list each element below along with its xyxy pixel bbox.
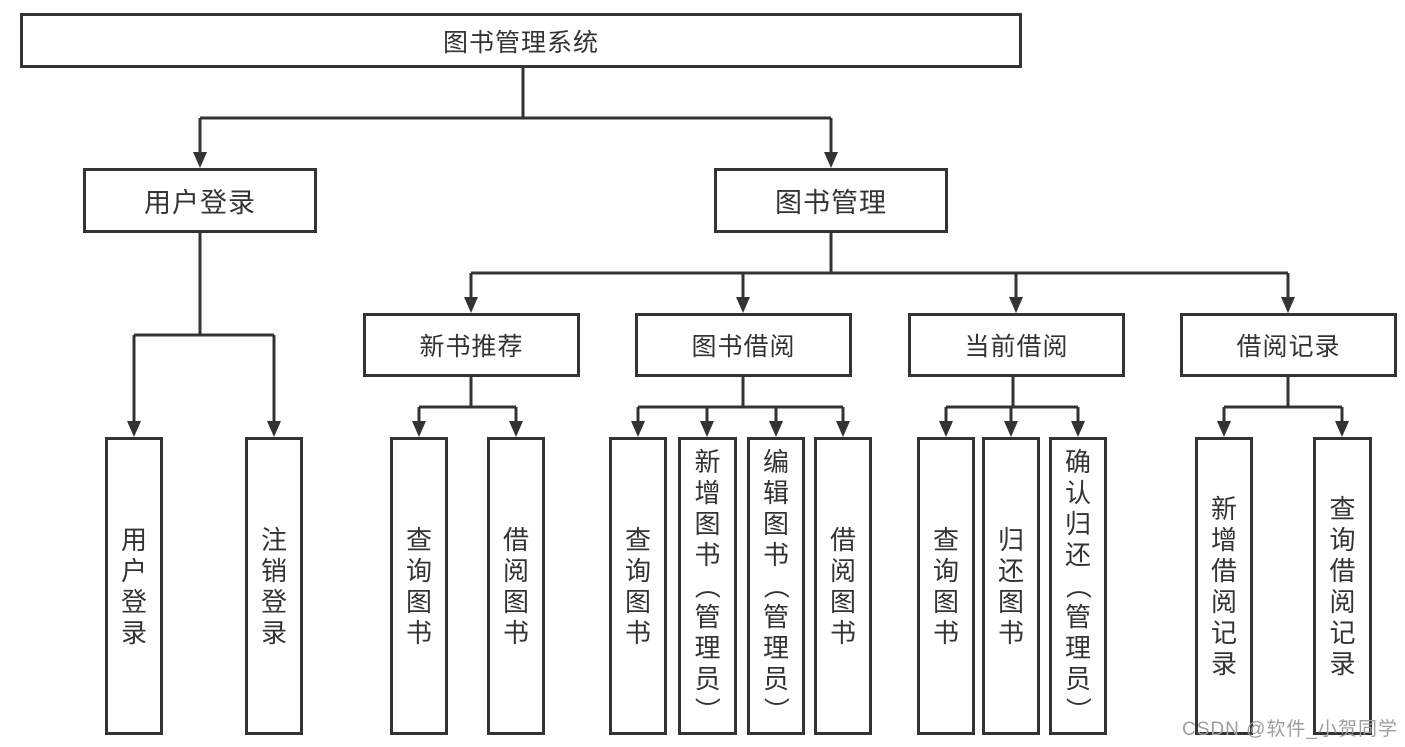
node-label: 借阅记录 bbox=[1236, 333, 1341, 361]
node-label: 图书借阅 bbox=[691, 333, 796, 361]
connector-trunks bbox=[134, 68, 1342, 409]
node-book-borrowing: 图书借阅 bbox=[635, 313, 852, 377]
node-query-books-recommend: 查询图书 bbox=[390, 437, 448, 735]
node-label: 用户登录 bbox=[144, 188, 256, 218]
node-add-books-admin: 新增图书（管理员） bbox=[678, 437, 737, 735]
node-query-books-current: 查询图书 bbox=[917, 437, 975, 735]
node-user-login-action: 用户登录 bbox=[105, 437, 163, 735]
node-label: 用户登录 bbox=[120, 524, 147, 648]
node-borrowing-records: 借阅记录 bbox=[1180, 313, 1397, 377]
node-logout-action: 注销登录 bbox=[245, 437, 303, 735]
node-library-management-system: 图书管理系统 bbox=[20, 13, 1022, 68]
node-label: 注销登录 bbox=[260, 524, 287, 648]
node-label: 图书管理系统 bbox=[442, 28, 599, 57]
node-label: 归还图书 bbox=[997, 524, 1024, 648]
node-query-books-borrowing: 查询图书 bbox=[609, 437, 667, 735]
node-label: 查询图书 bbox=[405, 524, 432, 648]
node-label: 查询图书 bbox=[624, 524, 651, 648]
node-return-books: 归还图书 bbox=[982, 437, 1040, 735]
node-confirm-return-admin: 确认归还（管理员） bbox=[1049, 437, 1107, 735]
node-new-book-recommend: 新书推荐 bbox=[363, 313, 580, 377]
node-label: 查询图书 bbox=[932, 524, 959, 648]
connector-arrow-stems bbox=[132, 118, 1344, 423]
node-query-borrow-record: 查询借阅记录 bbox=[1313, 437, 1372, 735]
node-label: 当前借阅 bbox=[964, 333, 1069, 361]
csdn-watermark: CSDN @软件_小贺同学 bbox=[1182, 719, 1398, 740]
node-borrow-books-borrowing: 借阅图书 bbox=[814, 437, 872, 735]
node-label: 图书管理 bbox=[775, 188, 887, 218]
node-label: 编辑图书（管理员） bbox=[760, 447, 791, 724]
node-add-borrow-record: 新增借阅记录 bbox=[1195, 437, 1253, 735]
node-current-borrowing: 当前借阅 bbox=[908, 313, 1125, 377]
node-label: 新增借阅记录 bbox=[1210, 493, 1237, 679]
arrowheads bbox=[127, 152, 1349, 437]
node-edit-books-admin: 编辑图书（管理员） bbox=[747, 437, 805, 735]
node-borrow-books-recommend: 借阅图书 bbox=[487, 437, 545, 735]
node-label: 新书推荐 bbox=[419, 333, 524, 361]
node-label: 新增图书（管理员） bbox=[692, 447, 723, 724]
node-book-management: 图书管理 bbox=[714, 168, 948, 233]
node-label: 查询借阅记录 bbox=[1329, 493, 1356, 679]
node-label: 借阅图书 bbox=[829, 524, 856, 648]
node-user-login: 用户登录 bbox=[83, 168, 317, 233]
node-label: 借阅图书 bbox=[502, 524, 529, 648]
node-label: 确认归还（管理员） bbox=[1062, 447, 1093, 724]
